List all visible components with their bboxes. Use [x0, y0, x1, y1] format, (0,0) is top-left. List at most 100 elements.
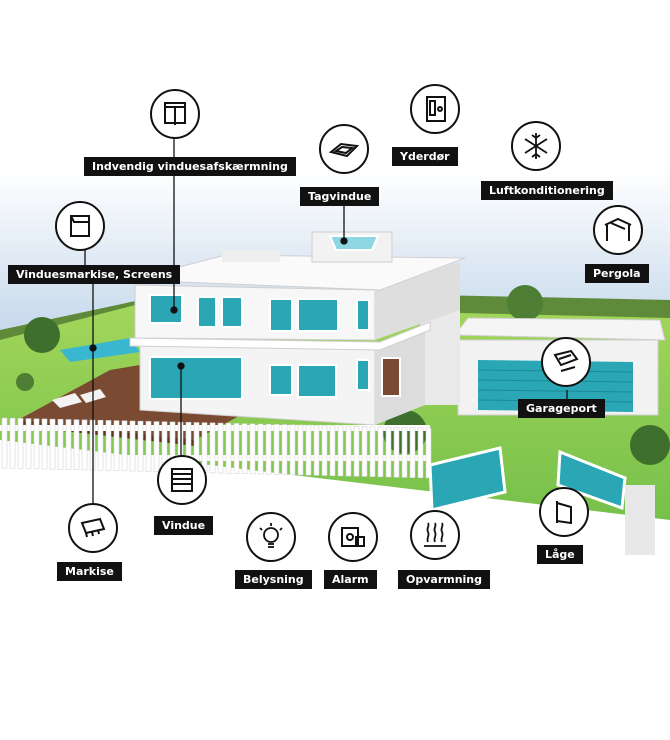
window	[356, 359, 370, 391]
fence-picket	[345, 425, 352, 477]
tree	[507, 285, 543, 321]
floor-slab	[129, 321, 431, 351]
label-belysning: Belysning	[235, 570, 312, 589]
fence-picket	[153, 421, 160, 472]
interior-blind-icon[interactable]	[150, 89, 200, 139]
awning-icon[interactable]	[68, 503, 118, 553]
fence-picket	[377, 426, 384, 478]
gate-left	[428, 446, 507, 512]
connector-dot	[89, 344, 97, 352]
fence-picket	[145, 421, 152, 472]
fence-picket	[417, 427, 424, 479]
connector-dot	[340, 237, 348, 245]
label-pergola: Pergola	[585, 264, 649, 283]
house-roof	[129, 254, 466, 291]
fence-picket	[65, 419, 72, 470]
fence-picket	[233, 423, 240, 474]
connector-dot	[170, 306, 178, 314]
tree	[24, 317, 60, 353]
roller-shutter-icon[interactable]	[157, 455, 207, 505]
fence-picket	[329, 425, 336, 477]
fence-picket	[81, 419, 88, 471]
fence-picket	[281, 424, 288, 475]
fence-picket	[337, 425, 344, 477]
fence-picket	[209, 422, 216, 474]
window	[269, 364, 293, 396]
fence-picket	[137, 420, 144, 472]
fence-picket	[113, 420, 120, 471]
fence-picket	[41, 418, 48, 470]
alarm-icon[interactable]	[328, 512, 378, 562]
fence-picket	[257, 423, 264, 475]
pool	[60, 338, 140, 362]
fence-picket	[401, 427, 408, 478]
roof-window-icon[interactable]	[319, 124, 369, 174]
window-awning-icon[interactable]	[55, 201, 105, 251]
front-door	[381, 357, 401, 397]
label-vinduesmarkise-screens: Vinduesmarkise, Screens	[8, 265, 181, 284]
light-bulb-icon[interactable]	[246, 512, 296, 562]
fence-picket	[313, 425, 320, 476]
fence-picket	[121, 420, 128, 472]
label-tagvindue: Tagvindue	[300, 187, 380, 206]
fence-picket	[361, 426, 368, 477]
label-lage: Låge	[537, 545, 583, 564]
fence-picket	[129, 420, 136, 472]
house-upper-side	[375, 262, 460, 340]
fence-picket	[353, 425, 360, 477]
label-garageport: Garageport	[518, 399, 605, 418]
skylight	[328, 235, 380, 251]
label-yderdor: Yderdør	[392, 147, 458, 166]
pergola-icon[interactable]	[593, 205, 643, 255]
label-opvarmning: Opvarmning	[398, 570, 491, 589]
gate-right	[556, 449, 627, 511]
fence-picket	[289, 424, 296, 476]
patio-door	[149, 356, 243, 400]
fence-picket	[393, 426, 400, 478]
fence-picket	[265, 423, 272, 475]
gate-icon[interactable]	[539, 487, 589, 537]
fence-picket	[9, 417, 16, 469]
fence-picket	[225, 422, 232, 474]
fence-picket	[217, 422, 224, 474]
fence-picket	[49, 418, 56, 470]
fence-picket	[369, 426, 376, 477]
tree	[630, 425, 670, 465]
roof-parapet	[222, 250, 280, 262]
label-luftkonditionering: Luftkonditionering	[481, 181, 613, 200]
fence-picket	[297, 424, 304, 476]
fence-picket	[73, 419, 80, 471]
window	[269, 298, 293, 332]
label-alarm: Alarm	[324, 570, 377, 589]
fence-picket	[25, 418, 32, 469]
exterior-door-icon[interactable]	[410, 84, 460, 134]
fence-picket	[305, 424, 312, 476]
window	[221, 296, 243, 328]
fence-picket	[273, 424, 280, 475]
window	[197, 296, 217, 328]
fence-picket	[241, 423, 248, 474]
heating-icon[interactable]	[410, 510, 460, 560]
fence-picket	[17, 418, 24, 469]
fence-picket	[57, 419, 64, 470]
fence-picket	[425, 427, 432, 479]
fence-picket	[409, 427, 416, 478]
garage-door-icon[interactable]	[541, 337, 591, 387]
window	[297, 298, 339, 332]
fence-picket	[33, 418, 40, 470]
fence-picket	[249, 423, 256, 475]
fence-picket	[105, 420, 112, 471]
fence-picket	[1, 417, 8, 469]
label-indvendig-vinduesafskaermning: Indvendig vinduesafskærmning	[84, 157, 296, 176]
gate-post	[625, 485, 655, 555]
label-markise: Markise	[57, 562, 122, 581]
snowflake-icon[interactable]	[511, 121, 561, 171]
garage-roof	[454, 317, 666, 341]
label-vindue: Vindue	[154, 516, 214, 535]
window	[356, 299, 370, 331]
fence-picket	[321, 425, 328, 476]
connector-dot	[177, 362, 185, 370]
lounge-chair	[52, 393, 82, 408]
fence-picket	[97, 419, 104, 471]
